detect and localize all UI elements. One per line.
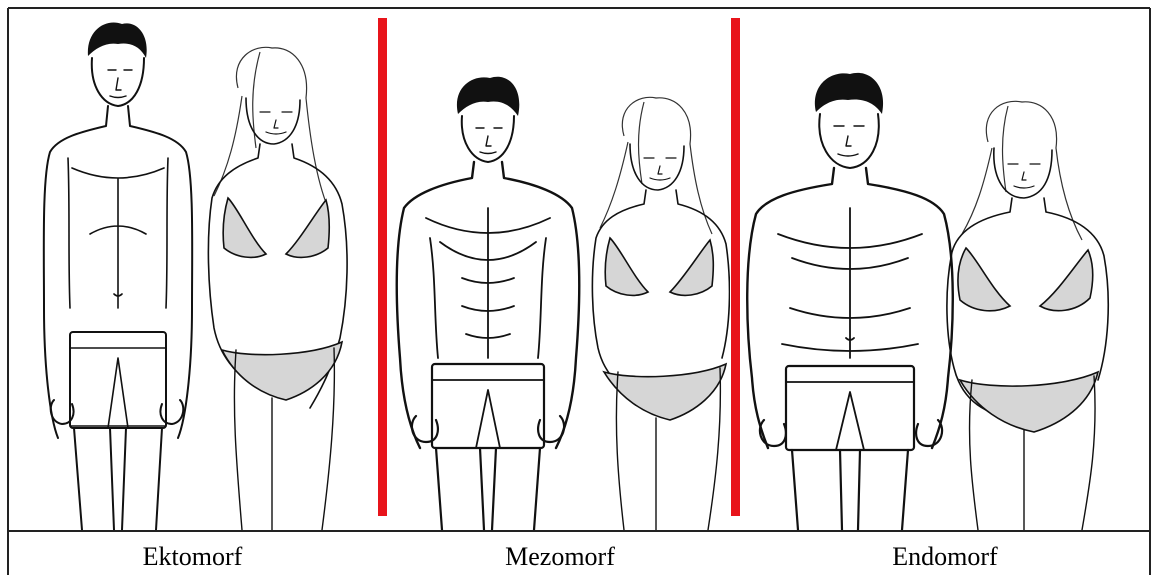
label-mesomorph: Mezomorf [390, 538, 730, 575]
endomorph-illustration [742, 8, 1148, 530]
label-endomorph: Endomorf [742, 538, 1148, 575]
endomorph-female-figure [947, 101, 1108, 530]
ectomorph-illustration [10, 8, 375, 530]
ectomorph-female-figure [208, 47, 347, 530]
label-ectomorph: Ektomorf [10, 538, 375, 575]
divider-bar-right [731, 18, 740, 516]
mesomorph-illustration [390, 8, 730, 530]
endomorph-male-figure [747, 73, 953, 530]
ectomorph-male-figure [44, 22, 192, 530]
mesomorph-female-figure [592, 97, 729, 530]
divider-bar-left [378, 18, 387, 516]
mesomorph-male-figure [397, 77, 580, 530]
